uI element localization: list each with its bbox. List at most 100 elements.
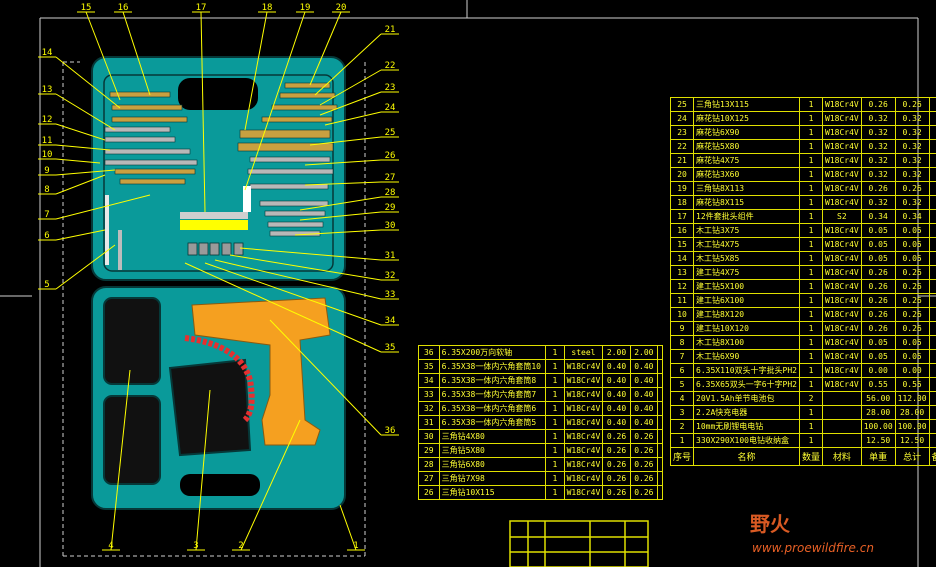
callout-label: 22 (385, 61, 396, 71)
bom-cell-total: 0.26 (894, 293, 930, 308)
title-grid (509, 520, 649, 567)
bom-cell-total: 0.26 (629, 429, 659, 444)
bom-cell-no: 2 (669, 419, 695, 434)
bom-cell-no: 26 (418, 485, 440, 500)
bom-cell-total: 0.26 (894, 97, 930, 112)
callout-31: 31 (239, 247, 399, 261)
bom-cell-total: 28.00 (894, 405, 930, 420)
bom-cell-qty: 1 (798, 209, 824, 224)
callout-2: 2 (232, 419, 301, 551)
bom-cell-total: 0.32 (894, 111, 930, 126)
bom-cell-note (928, 251, 936, 266)
callout-label: 7 (44, 210, 49, 220)
bom-cell-no: 25 (669, 97, 695, 112)
bom-cell-no: 11 (669, 293, 695, 308)
bom-cell-total: 0.26 (629, 485, 659, 500)
bom-cell-unit: 0.26 (602, 457, 631, 472)
bom-cell-mat: W18Cr4V (563, 387, 604, 402)
callout-22: 22 (319, 61, 399, 106)
bom-cell-note (928, 209, 936, 224)
callout-11: 11 (38, 136, 111, 151)
bom-cell-note (928, 335, 936, 350)
callout-label: 9 (44, 166, 49, 176)
bom-cell-qty: 1 (545, 359, 565, 374)
callout-label: 32 (385, 271, 396, 281)
bom-cell-name: 三角钻4X80 (438, 429, 547, 444)
drill-bit (267, 221, 324, 228)
drill-bit (111, 104, 183, 111)
bom-cell-unit: 0.05 (860, 223, 896, 238)
bom-cell-total: 0.05 (894, 251, 930, 266)
bom-cell-note (928, 349, 936, 364)
bom-header-unit_weight: 单重 (860, 447, 896, 466)
callout-label: 17 (196, 3, 207, 13)
bom-cell-note (928, 125, 936, 140)
callout-19: 19 (244, 3, 314, 191)
callout-label: 14 (42, 48, 53, 58)
callout-label: 5 (44, 280, 49, 290)
bom-header-row: 序号名称数量材料单重总计备注 (669, 447, 936, 466)
bom-cell-name: 麻花钻10X125 (693, 111, 800, 126)
drill-bit (104, 126, 171, 133)
bom-cell-qty: 1 (798, 307, 824, 322)
drill-bit (119, 178, 186, 185)
bom-cell-no: 36 (418, 345, 440, 360)
callout-label: 18 (262, 3, 273, 13)
bom-cell-note (657, 429, 663, 444)
bom-cell-unit: 100.00 (860, 419, 896, 434)
bom-cell-name: 麻花钻3X60 (693, 167, 800, 182)
bom-cell-no: 17 (669, 209, 695, 224)
bom-cell-name: 麻花钻6X90 (693, 125, 800, 140)
bom-cell-unit: 0.26 (860, 279, 896, 294)
callout-label: 13 (42, 85, 53, 95)
callout-label: 24 (385, 103, 396, 113)
bom-cell-total: 0.26 (894, 321, 930, 336)
bom-cell-note (928, 195, 936, 210)
charger (168, 358, 252, 457)
bom-cell-qty: 1 (798, 321, 824, 336)
bom-cell-mat (822, 433, 862, 448)
bom-cell-mat: W18Cr4V (822, 377, 862, 392)
bom-cell-name: 6.35X38一体内六角套筒6 (438, 401, 547, 416)
bom-cell-no: 8 (669, 335, 695, 350)
callout-17: 17 (192, 3, 210, 213)
bom-cell-total: 100.00 (894, 419, 930, 434)
bom-cell-qty: 1 (798, 265, 824, 280)
bom-cell-qty: 1 (545, 485, 565, 500)
callout-label: 12 (42, 115, 53, 125)
bom-cell-qty: 1 (798, 195, 824, 210)
bom-cell-mat: W18Cr4V (822, 153, 862, 168)
callout-label: 3 (193, 541, 198, 551)
bom-cell-qty: 1 (545, 415, 565, 430)
bom-cell-unit: 0.00 (860, 363, 896, 378)
bom-cell-no: 21 (669, 153, 695, 168)
callout-15: 15 (77, 3, 121, 101)
bom-cell-no: 20 (669, 167, 695, 182)
bom-header-no: 序号 (669, 447, 695, 466)
drill-bit (114, 168, 196, 175)
callout-33: 33 (214, 259, 399, 300)
bom-cell-name: 2.2A快充电器 (693, 405, 800, 420)
bom-cell-no: 34 (418, 373, 440, 388)
bom-cell-total: 12.50 (894, 433, 930, 448)
bom-cell-mat: W18Cr4V (822, 223, 862, 238)
battery-pack (103, 395, 161, 485)
callout-23: 23 (319, 83, 399, 116)
bom-cell-name: 6.35X38一体内六角套筒10 (438, 359, 547, 374)
bom-cell-no: 13 (669, 265, 695, 280)
bom-cell-no: 19 (669, 181, 695, 196)
callout-18: 18 (244, 3, 276, 131)
bom-cell-note (928, 181, 936, 196)
bom-cell-unit: 0.05 (860, 237, 896, 252)
bom-cell-no: 3 (669, 405, 695, 420)
